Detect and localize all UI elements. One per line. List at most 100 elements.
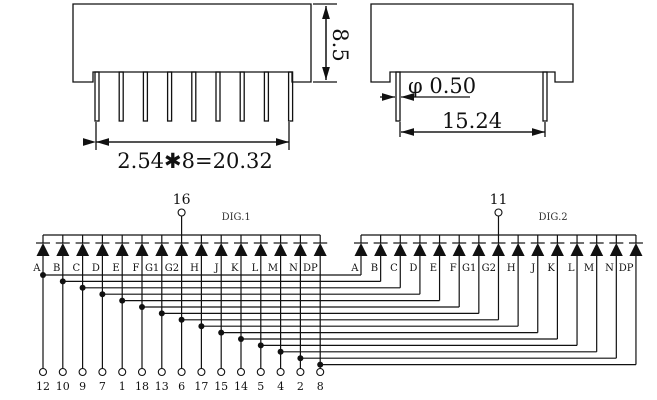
- junction-dot: [40, 272, 46, 278]
- segment-label-dp: DP: [303, 263, 318, 274]
- pin-terminal: [296, 367, 305, 377]
- junction-dot: [59, 278, 66, 285]
- junction-dot: [218, 329, 225, 336]
- segment-label-c: C: [390, 263, 398, 274]
- junction-dot: [178, 316, 185, 323]
- dig1-common-pin-terminal: [177, 208, 186, 217]
- pin-number-label: 2: [297, 380, 304, 393]
- segment-label-m: M: [268, 263, 278, 274]
- pin-number-label: 9: [79, 380, 86, 393]
- led-diode-icon: [354, 243, 368, 256]
- pin-number-label: 18: [135, 380, 149, 393]
- pin-diameter-label: φ 0.50: [408, 74, 476, 98]
- package-pin: [118, 71, 124, 122]
- package-pin: [239, 71, 245, 122]
- led-diode-icon: [550, 243, 564, 256]
- dig1-common-pin-label: 16: [173, 192, 191, 208]
- pin-number-label: 6: [178, 380, 185, 393]
- led-diode-icon: [76, 243, 90, 256]
- side-view-pin-left: [395, 71, 401, 122]
- pin-number-label: 17: [194, 380, 208, 393]
- led-diode-icon: [413, 243, 427, 256]
- segment-label-k: K: [547, 263, 555, 274]
- pin-terminal: [38, 367, 48, 377]
- segment-label-b: B: [371, 263, 378, 274]
- pin-terminal: [137, 367, 147, 377]
- junction-dot: [99, 291, 106, 298]
- junction-dot: [119, 297, 126, 304]
- led-diode-icon: [155, 243, 169, 256]
- led-diode-icon: [36, 243, 50, 256]
- segment-label-n: N: [605, 263, 614, 274]
- led-diode-icon: [194, 243, 208, 256]
- junction-dot: [238, 336, 244, 342]
- pin-terminal: [78, 367, 87, 377]
- pin-terminal: [276, 367, 285, 377]
- pin-number-label: 15: [214, 380, 228, 393]
- segment-label-e: E: [112, 263, 119, 274]
- segment-label-b: B: [53, 263, 60, 274]
- package-pin: [263, 71, 270, 122]
- pin-number-label: 5: [257, 380, 264, 393]
- segment-label-g2: G2: [165, 263, 179, 274]
- height-label: 8.5: [328, 28, 352, 61]
- segment-label-n: N: [289, 263, 298, 274]
- led-diode-icon: [393, 243, 407, 256]
- pin-terminal: [58, 367, 67, 377]
- junction-dot: [139, 304, 145, 310]
- segment-label-l: L: [568, 263, 575, 274]
- led-diode-icon: [135, 243, 149, 256]
- pin-number-label: 7: [99, 380, 106, 393]
- segment-label-f: F: [133, 263, 140, 274]
- led-diode-icon: [95, 243, 109, 256]
- segment-label-l: L: [252, 263, 259, 274]
- pin-number-label: 1: [119, 380, 126, 393]
- segment-label-a: A: [32, 263, 41, 274]
- led-diode-icon: [570, 243, 584, 256]
- front-view-body: [72, 3, 312, 83]
- pin-terminal: [236, 367, 246, 377]
- row-spacing-label: 15.24: [442, 109, 502, 133]
- led-diode-icon: [175, 243, 189, 256]
- led-diode-icon: [629, 243, 643, 256]
- pin-number-label: 4: [277, 380, 284, 393]
- junction-dot: [277, 348, 284, 355]
- segment-label-dp: DP: [619, 263, 634, 274]
- package-pin: [287, 71, 294, 122]
- pin-terminal: [157, 367, 166, 377]
- segment-label-j: J: [530, 263, 535, 274]
- led-diode-icon: [293, 243, 307, 256]
- side-view-body: [370, 3, 574, 83]
- led-diode-icon: [115, 243, 129, 256]
- led-diode-icon: [511, 243, 525, 256]
- pin-number-label: 10: [56, 380, 70, 393]
- segment-label-g1: G1: [462, 263, 476, 274]
- pin-terminal: [217, 367, 226, 377]
- junction-dot: [198, 323, 205, 330]
- segment-label-m: M: [584, 263, 594, 274]
- dig2-common-pin-label: 11: [490, 192, 508, 208]
- pin-terminal: [316, 367, 325, 377]
- pin-terminal: [177, 367, 186, 377]
- junction-dot: [257, 342, 264, 349]
- segment-label-d: D: [92, 263, 100, 274]
- pin-number-label: 13: [155, 380, 169, 393]
- segment-label-k: K: [231, 263, 239, 274]
- led-diode-icon: [214, 243, 228, 256]
- dig1-label: DIG.1: [222, 212, 251, 223]
- led-diode-icon: [56, 243, 70, 256]
- led-diode-icon: [472, 243, 486, 256]
- junction-dot: [158, 310, 165, 317]
- segment-label-f: F: [450, 263, 457, 274]
- package-pin: [142, 71, 149, 122]
- led-diode-icon: [313, 243, 327, 256]
- junction-dot: [79, 284, 86, 291]
- segment-label-c: C: [72, 263, 80, 274]
- segment-label-a: A: [350, 263, 359, 274]
- pitch-label: 2.54✱8=20.32: [117, 149, 272, 173]
- segment-label-h: H: [190, 263, 199, 274]
- pin-number-label: 8: [317, 380, 324, 393]
- package-pin: [215, 71, 221, 122]
- junction-dot: [297, 355, 304, 362]
- segment-label-g2: G2: [482, 263, 496, 274]
